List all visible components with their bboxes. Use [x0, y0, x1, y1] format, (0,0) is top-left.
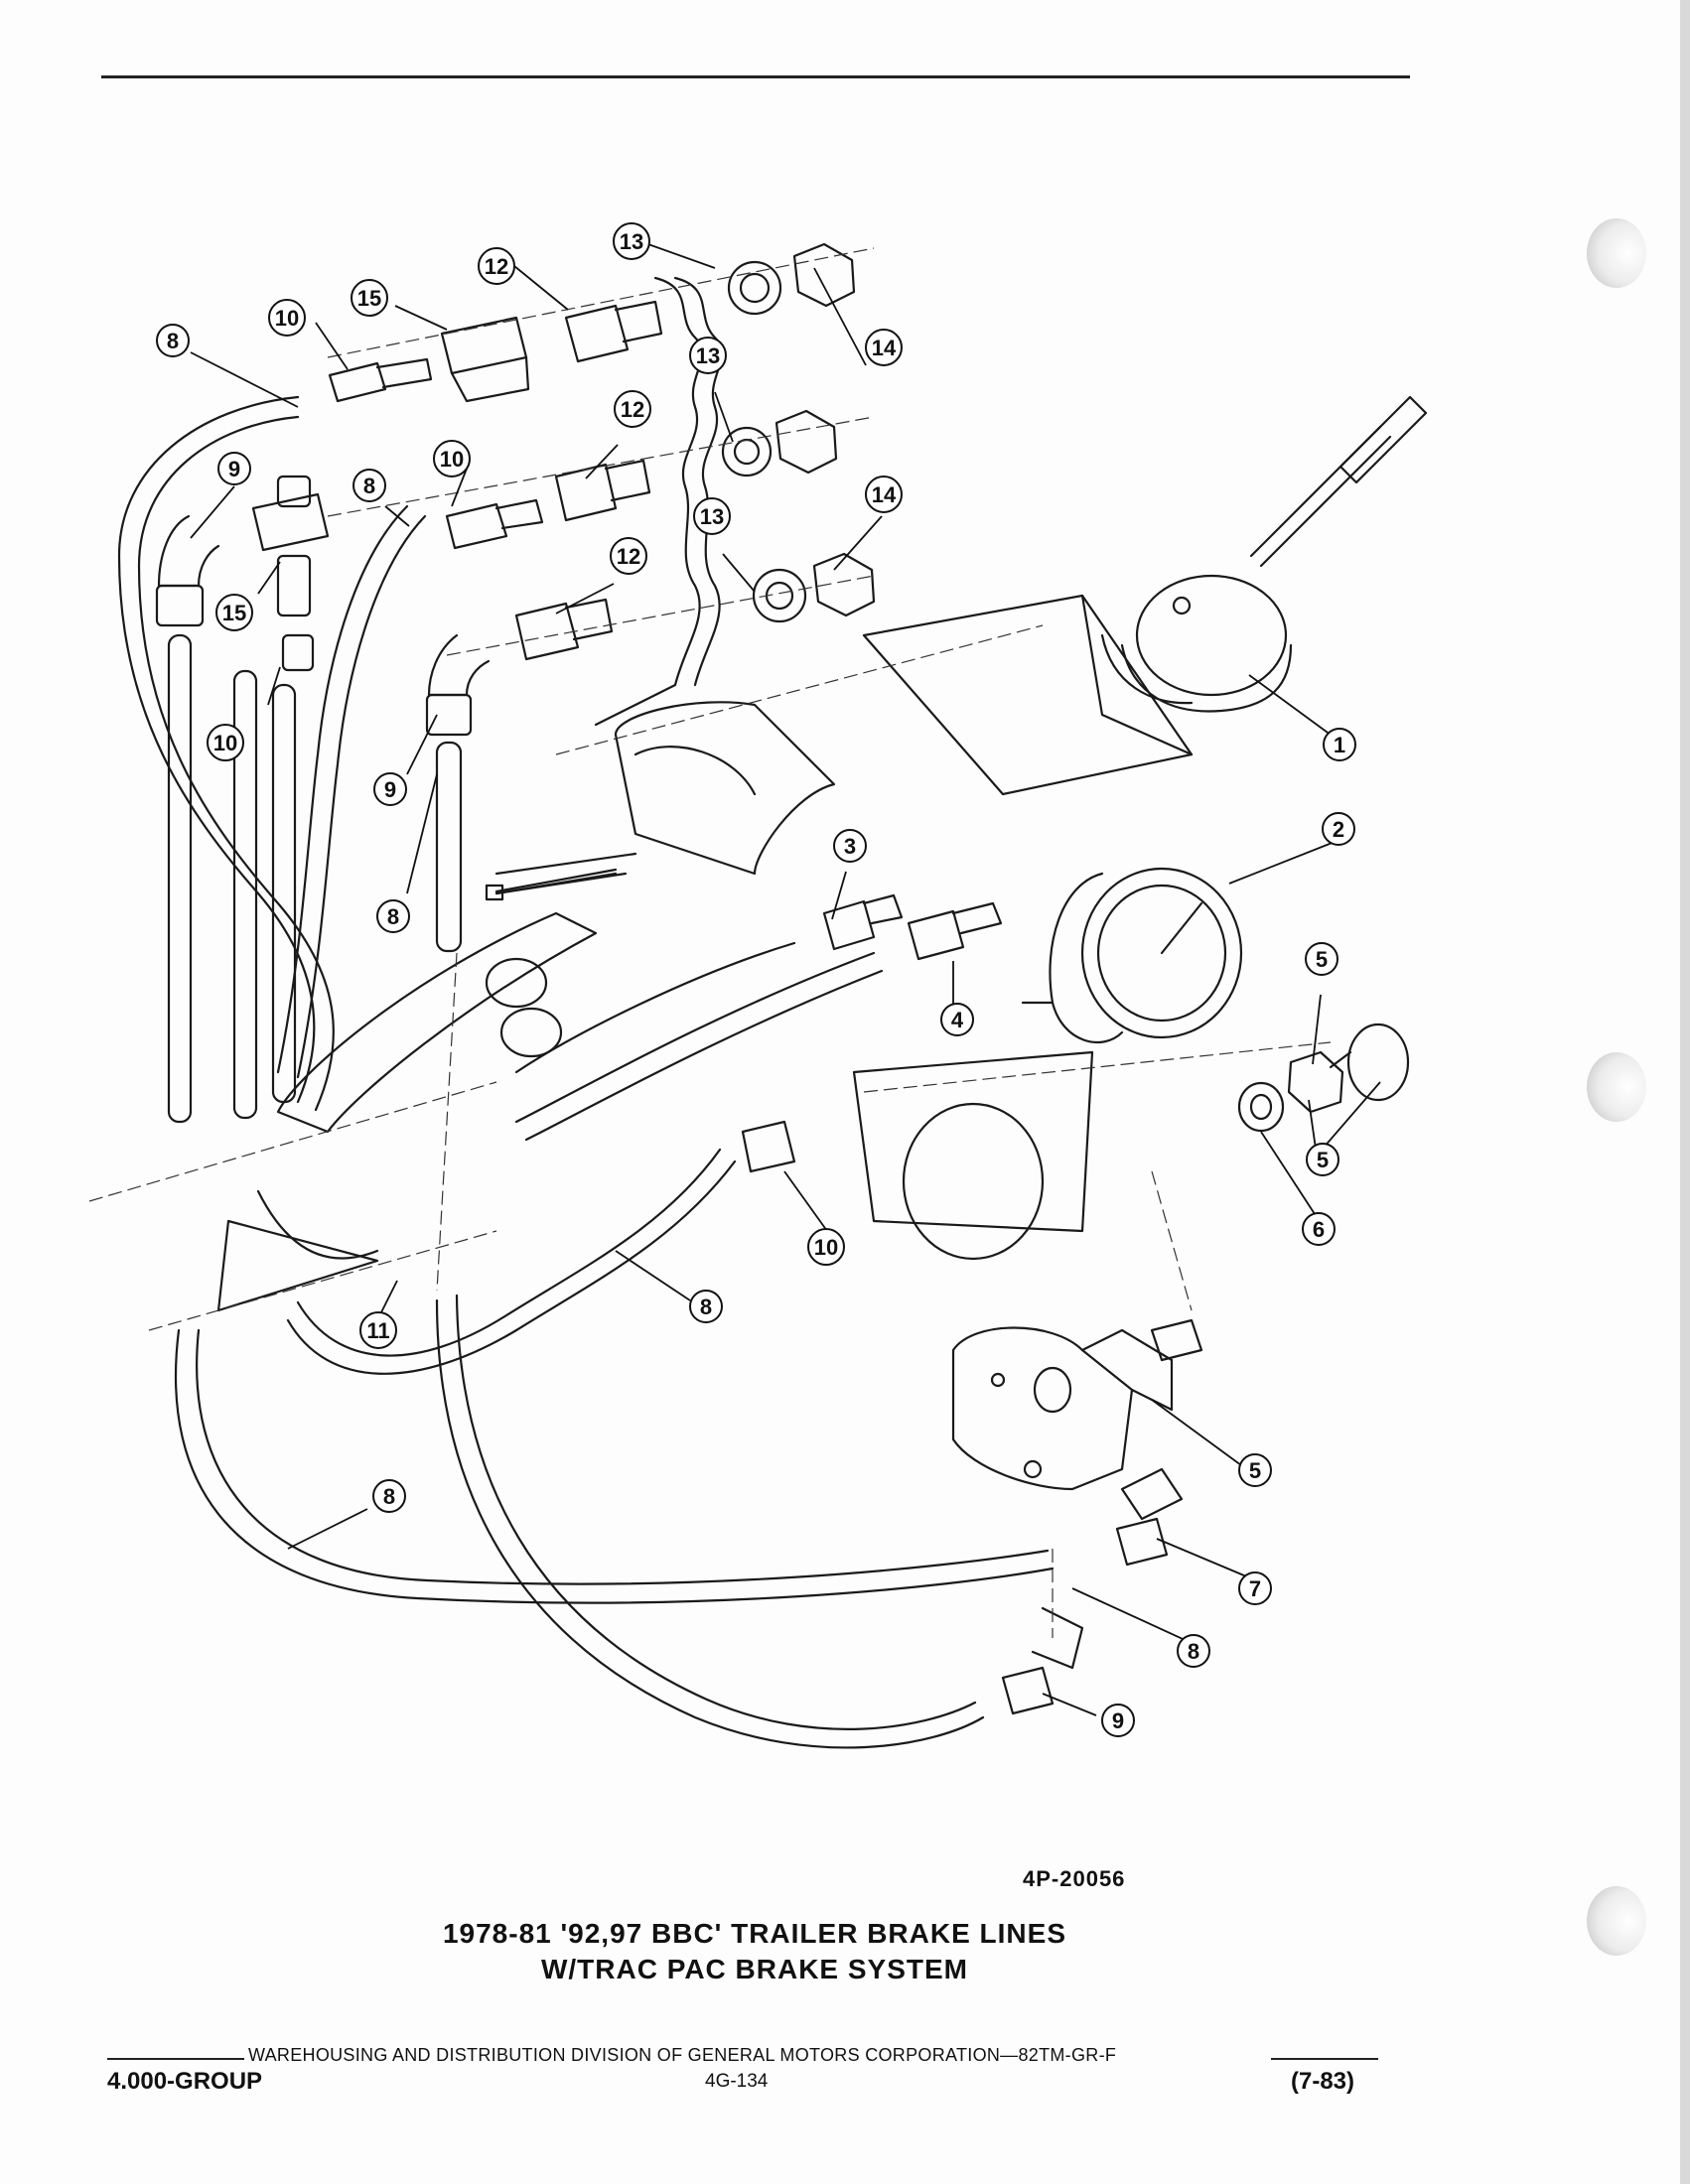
- centerlines: [88, 247, 1332, 1638]
- svg-text:5: 5: [1249, 1458, 1261, 1483]
- svg-text:9: 9: [1112, 1708, 1124, 1733]
- page-edge-shadow: [1680, 0, 1690, 2184]
- svg-text:8: 8: [167, 329, 179, 353]
- callout-2: 2: [1322, 812, 1355, 846]
- callout-8: 8: [156, 324, 190, 357]
- footer-rule-left: [107, 2058, 244, 2060]
- callout-15: 15: [351, 279, 388, 317]
- frame-conduit: [216, 852, 637, 1312]
- callout-10: 10: [807, 1228, 845, 1266]
- brake-valve-body: [951, 1318, 1203, 1491]
- caption-line-1: 1978-81 '92,97 BBC' TRAILER BRAKE LINES: [442, 1918, 1067, 1949]
- callout-9: 9: [373, 772, 407, 806]
- control-valve: [614, 395, 1428, 876]
- svg-text:8: 8: [363, 474, 375, 498]
- svg-text:13: 13: [620, 229, 643, 254]
- svg-text:6: 6: [1313, 1217, 1325, 1242]
- callout-5: 5: [1306, 1143, 1339, 1176]
- binder-hole-top: [1587, 218, 1646, 288]
- footer-page-number: 4G-134: [705, 2071, 769, 2092]
- callout-15: 15: [215, 594, 253, 631]
- svg-text:10: 10: [213, 731, 237, 755]
- callout-12: 12: [614, 390, 651, 428]
- top-rule: [101, 75, 1410, 78]
- binder-hole-bottom: [1587, 1886, 1646, 1956]
- fittings: [155, 357, 1184, 1715]
- svg-text:13: 13: [700, 504, 724, 529]
- brake-hoses: [117, 395, 1055, 1749]
- figure-number: 4P-20056: [1023, 1866, 1126, 1891]
- svg-text:5: 5: [1316, 947, 1328, 972]
- callout-8: 8: [1177, 1634, 1210, 1668]
- callout-6: 6: [1302, 1212, 1336, 1246]
- svg-text:14: 14: [872, 336, 897, 360]
- callout-10: 10: [433, 440, 471, 478]
- bolt: [485, 868, 618, 901]
- callout-8: 8: [372, 1479, 406, 1513]
- callout-13: 13: [693, 497, 731, 535]
- svg-text:8: 8: [700, 1295, 712, 1319]
- caption-line-2: W/TRAC PAC BRAKE SYSTEM: [540, 1954, 969, 1984]
- svg-text:8: 8: [387, 904, 399, 929]
- footer-group: 4.000-GROUP: [107, 2068, 263, 2095]
- svg-text:10: 10: [440, 447, 464, 472]
- leader-lines: [190, 242, 1381, 1716]
- svg-text:11: 11: [366, 1318, 389, 1343]
- tee-fittings: [251, 316, 530, 672]
- footer-date: (7-83): [1291, 2068, 1355, 2095]
- svg-text:12: 12: [485, 254, 508, 279]
- callout-9: 9: [1101, 1704, 1135, 1737]
- callout-7: 7: [1238, 1571, 1272, 1605]
- svg-text:3: 3: [844, 834, 856, 859]
- callout-circles: 8 10 15 12 13 14: [156, 222, 1356, 1737]
- callout-5: 5: [1305, 942, 1338, 976]
- svg-text:10: 10: [275, 306, 299, 331]
- binder-hole-middle: [1587, 1052, 1646, 1122]
- callout-10: 10: [268, 299, 306, 337]
- callout-8: 8: [352, 469, 386, 502]
- svg-text:14: 14: [872, 482, 897, 507]
- pressure-gauge: [1021, 867, 1243, 1044]
- svg-text:13: 13: [696, 343, 720, 368]
- callout-13: 13: [613, 222, 650, 260]
- callout-12: 12: [478, 247, 515, 285]
- callout-14: 14: [865, 476, 903, 513]
- svg-text:8: 8: [383, 1484, 395, 1509]
- callout-8: 8: [376, 899, 410, 933]
- callout-3: 3: [833, 829, 867, 863]
- footer-division-line: WAREHOUSING AND DISTRIBUTION DIVISION OF…: [248, 2045, 1117, 2065]
- mounting-bracket: [594, 276, 724, 727]
- callout-5: 5: [1238, 1453, 1272, 1487]
- cap-knob: [1329, 1023, 1410, 1102]
- svg-text:7: 7: [1249, 1576, 1261, 1601]
- callout-12: 12: [610, 537, 647, 575]
- callout-8: 8: [689, 1290, 723, 1323]
- svg-text:10: 10: [814, 1235, 838, 1260]
- svg-text:9: 9: [384, 777, 396, 802]
- svg-text:8: 8: [1188, 1639, 1199, 1664]
- svg-text:15: 15: [222, 601, 246, 625]
- callout-4: 4: [940, 1003, 974, 1036]
- mounting-plate: [852, 1050, 1094, 1261]
- callout-1: 1: [1323, 728, 1356, 761]
- callout-10: 10: [207, 724, 244, 761]
- svg-text:15: 15: [357, 286, 381, 311]
- svg-text:1: 1: [1334, 733, 1345, 757]
- svg-text:12: 12: [617, 544, 640, 569]
- svg-text:2: 2: [1333, 817, 1344, 842]
- callout-14: 14: [865, 329, 903, 366]
- callout-9: 9: [217, 452, 251, 485]
- callout-11: 11: [359, 1311, 397, 1349]
- svg-text:12: 12: [621, 397, 644, 422]
- footer-rule-right: [1271, 2058, 1378, 2060]
- bulkhead-hardware: [514, 242, 1344, 1133]
- svg-text:5: 5: [1317, 1148, 1329, 1172]
- callout-13: 13: [689, 337, 727, 374]
- svg-text:4: 4: [951, 1008, 964, 1032]
- svg-text:9: 9: [228, 457, 240, 481]
